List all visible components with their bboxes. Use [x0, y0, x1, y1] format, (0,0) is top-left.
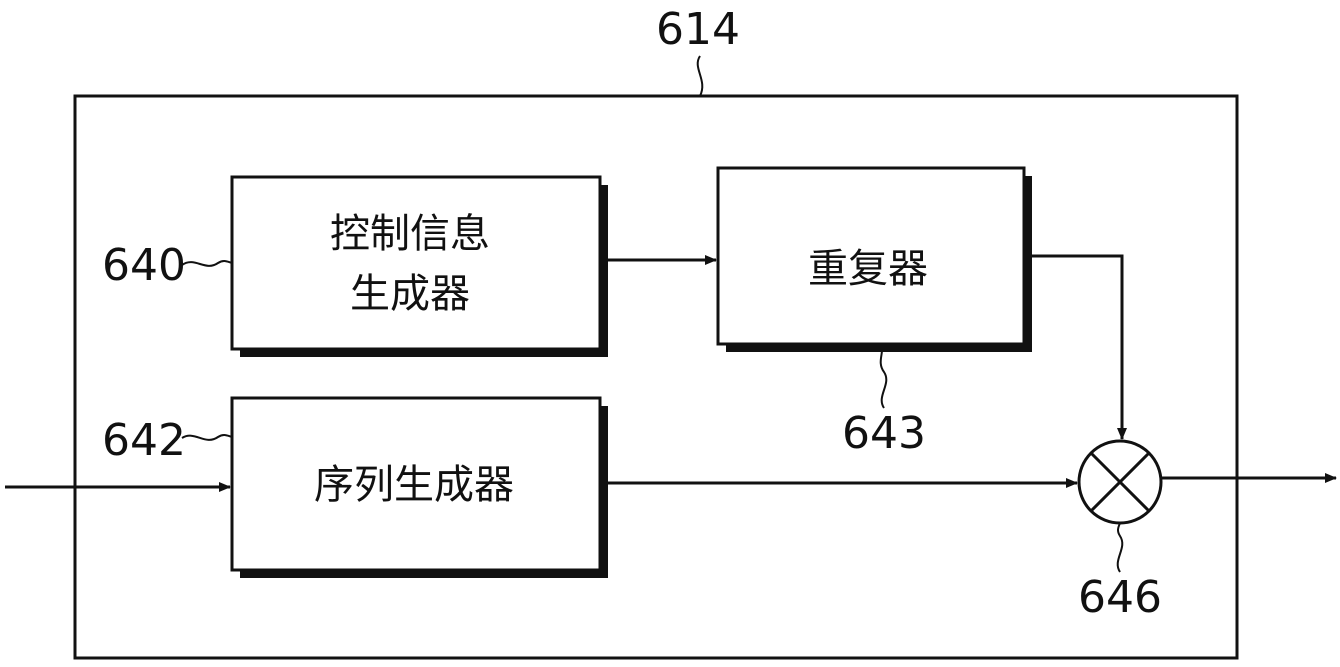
control-info-label-line2: 生成器	[350, 271, 470, 317]
control-info-label-line1: 控制信息	[330, 211, 490, 257]
control-info-generator-block	[232, 177, 600, 349]
control-info-ref: 640	[102, 240, 186, 291]
sequence-generator-ref: 642	[102, 415, 186, 466]
outer-frame-leader	[698, 56, 703, 96]
sequence-generator-label: 序列生成器	[314, 462, 514, 508]
repeater-label: 重复器	[808, 246, 928, 292]
multiplier-ref: 646	[1078, 572, 1162, 623]
outer-frame-ref: 614	[656, 4, 740, 55]
repeater-ref: 643	[842, 408, 926, 459]
